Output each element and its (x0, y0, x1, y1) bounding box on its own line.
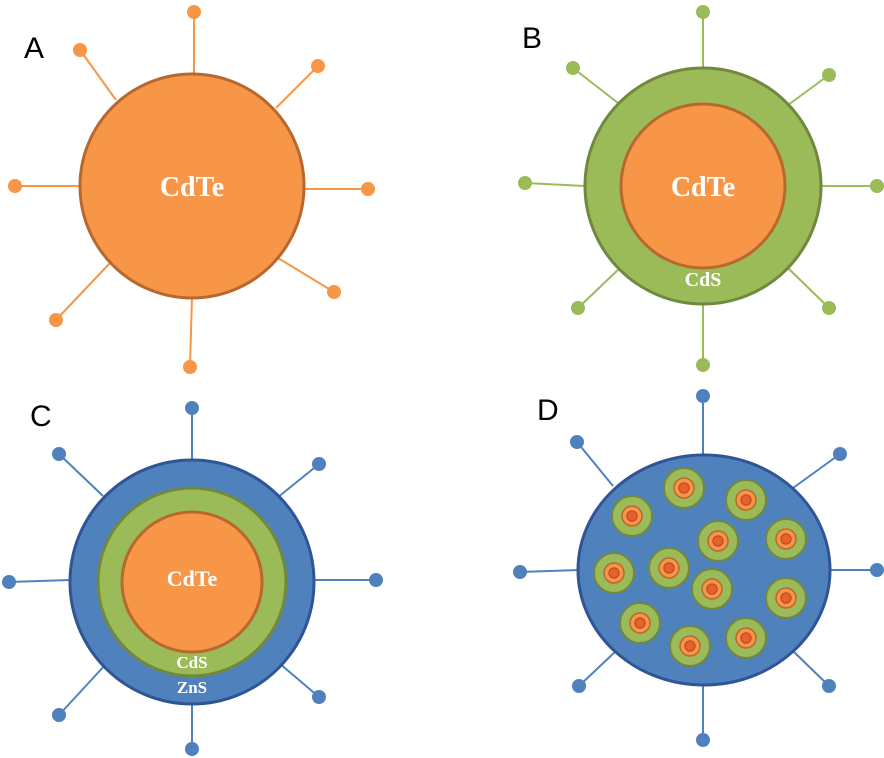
ligand-head (185, 742, 199, 756)
ligand-head (369, 573, 383, 587)
ligand-head (571, 301, 585, 315)
panel-d-letter: D (537, 394, 559, 427)
embedded-particle-center (780, 533, 792, 545)
ligand-head (185, 401, 199, 415)
panel-b-ligands (518, 5, 884, 372)
embedded-particle-center (678, 482, 690, 494)
panel-b-cdte-core (619, 102, 787, 270)
ligand-head (8, 179, 22, 193)
ligand-head (312, 457, 326, 471)
ligand-head (311, 59, 325, 73)
embedded-particle-center (608, 567, 620, 579)
ligand-head (49, 313, 63, 327)
ligand-head (312, 690, 326, 704)
panel-d-embedded-particles (593, 467, 807, 667)
embedded-particle-center (626, 510, 638, 522)
panel-b-shell-label: CdS (685, 269, 722, 291)
ligand-head (696, 358, 710, 372)
panel-c-core-label: CdTe (167, 566, 218, 591)
ligand-head (52, 447, 66, 461)
ligand-head (870, 179, 884, 193)
ligand-head (696, 389, 710, 403)
ligand-head (870, 563, 884, 577)
panel-d-ligands (513, 389, 884, 747)
panel-a-core-label: CdTe (160, 172, 224, 203)
ligand-head (822, 68, 836, 82)
panel-b-letter: B (522, 22, 542, 55)
ligand-head (696, 5, 710, 19)
ligand-head (696, 733, 710, 747)
panel-d: D (513, 389, 884, 747)
embedded-particle-center (740, 494, 752, 506)
ligand-head (73, 43, 87, 57)
embedded-particle-center (706, 583, 718, 595)
panel-c-shell2-label: ZnS (177, 678, 207, 697)
embedded-particle-center (634, 617, 646, 629)
panel-a: A CdTe (8, 5, 375, 374)
embedded-particle-center (684, 640, 696, 652)
ligand-head (566, 61, 580, 75)
embedded-particle-center (780, 592, 792, 604)
panel-c: C CdTe CdS ZnS (2, 400, 383, 756)
panel-a-ligands (8, 5, 375, 374)
panel-a-cdte-core (78, 72, 306, 300)
panel-c-cdte-core (120, 510, 264, 654)
ligand-head (513, 565, 527, 579)
ligand-head (570, 435, 584, 449)
ligand-head (187, 5, 201, 19)
ligand-head (518, 176, 532, 190)
panel-c-ligands (2, 401, 383, 756)
embedded-particle-center (663, 562, 675, 574)
panel-c-letter: C (30, 400, 52, 433)
panel-b-core-label: CdTe (671, 172, 735, 203)
ligand-head (361, 182, 375, 196)
ligand-head (822, 301, 836, 315)
ligand-head (572, 679, 586, 693)
panel-b: B CdTe CdS (518, 5, 884, 372)
panel-c-shell1-label: CdS (176, 653, 207, 672)
ligand-head (2, 575, 16, 589)
ligand-head (833, 447, 847, 461)
ligand-head (183, 360, 197, 374)
embedded-particle-center (740, 632, 752, 644)
ligand-head (822, 679, 836, 693)
embedded-particle-center (712, 535, 724, 547)
ligand-head (52, 708, 66, 722)
panel-a-letter: A (24, 32, 44, 65)
ligand-head (327, 285, 341, 299)
